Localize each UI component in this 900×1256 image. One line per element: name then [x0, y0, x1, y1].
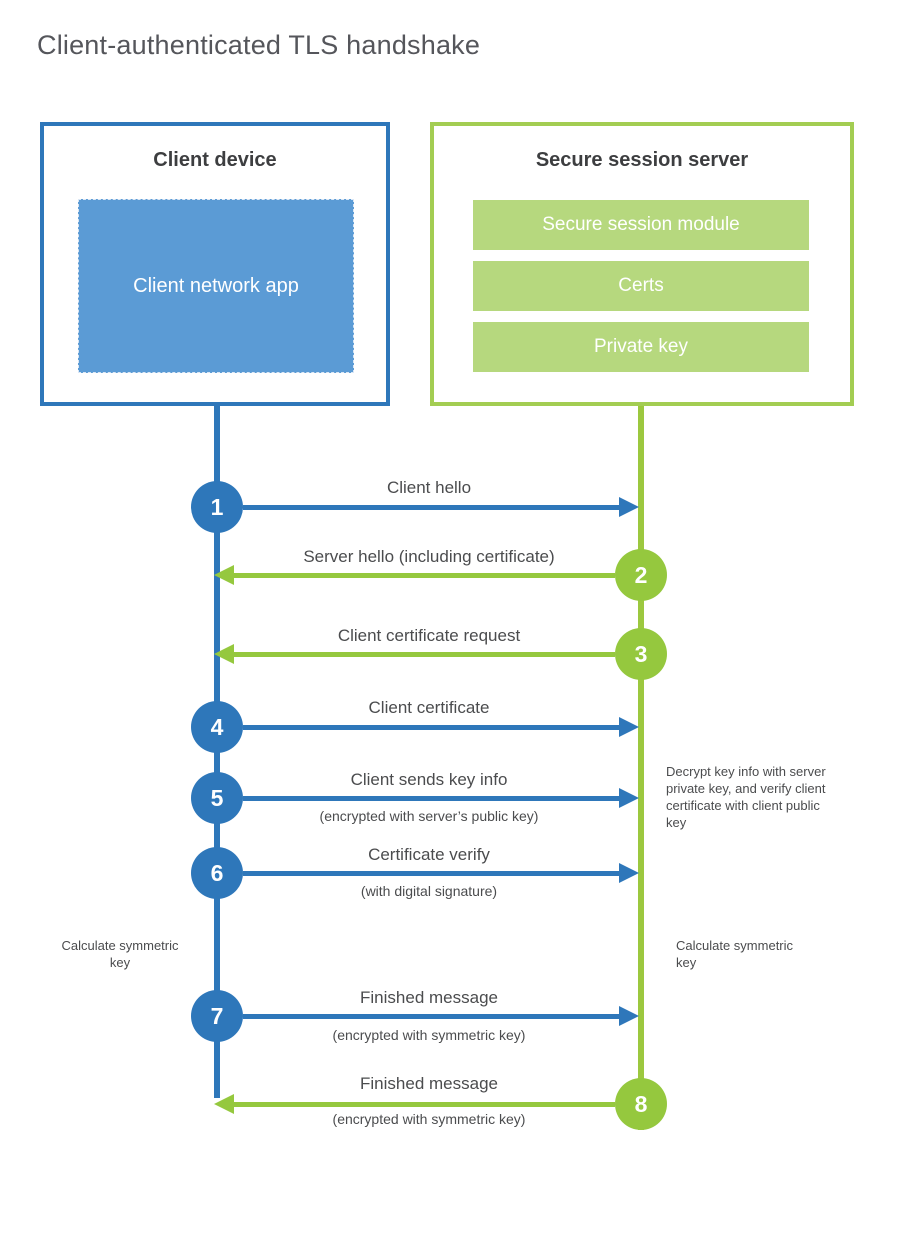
- step-5-arrow-line: [243, 796, 619, 801]
- step-5-label: Client sends key info: [350, 770, 508, 789]
- step-7-sublabel: (encrypted with symmetric key): [332, 1027, 526, 1043]
- step-3-label: Client certificate request: [337, 626, 521, 645]
- step-8-arrow-head: [214, 1094, 234, 1114]
- server-module-private-key: Private key: [473, 322, 809, 372]
- step-6-arrow-line: [243, 871, 619, 876]
- note-calculate-symmetric-key-client: Calculate symmetric key: [61, 938, 179, 970]
- server-module-certs: Certs: [473, 261, 809, 311]
- step-1-label: Client hello: [386, 478, 472, 497]
- step-5-circle: 5: [191, 772, 243, 824]
- step-6-sublabel: (with digital signature): [360, 883, 498, 899]
- step-8-circle: 8: [615, 1078, 667, 1130]
- step-1-circle: 1: [191, 481, 243, 533]
- step-5-sublabel: (encrypted with server’s public key): [319, 808, 539, 824]
- step-1-arrow-line: [243, 505, 619, 510]
- step-2-arrow-line: [234, 573, 615, 578]
- note-calculate-symmetric-key-server: Calculate symmetric key: [676, 938, 794, 970]
- step-8-sublabel: (encrypted with symmetric key): [332, 1111, 526, 1127]
- step-6-arrow-head: [619, 863, 639, 883]
- step-3-arrow-head: [214, 644, 234, 664]
- server-module-secure-session: Secure session module: [473, 200, 809, 250]
- step-3-arrow-line: [234, 652, 615, 657]
- step-4-arrow-head: [619, 717, 639, 737]
- step-4-arrow-line: [243, 725, 619, 730]
- step-2-arrow-head: [214, 565, 234, 585]
- step-4-circle: 4: [191, 701, 243, 753]
- step-3-circle: 3: [615, 628, 667, 680]
- step-2-circle: 2: [615, 549, 667, 601]
- step-7-label: Finished message: [360, 988, 498, 1007]
- step-7-circle: 7: [191, 990, 243, 1042]
- step-7-arrow-head: [619, 1006, 639, 1026]
- step-2-label: Server hello (including certificate): [303, 547, 555, 566]
- step-6-label: Certificate verify: [368, 845, 490, 864]
- step-8-label: Finished message: [360, 1074, 498, 1093]
- server-title: Secure session server: [535, 149, 749, 171]
- step-4-label: Client certificate: [368, 698, 490, 717]
- note-decrypt-key-info: Decrypt key info with server private key…: [666, 764, 826, 830]
- step-6-circle: 6: [191, 847, 243, 899]
- client-network-app-box: Client network app: [78, 199, 354, 373]
- client-network-app-label: Client network app: [133, 274, 299, 297]
- step-1-arrow-head: [619, 497, 639, 517]
- lifeline-server: [638, 406, 644, 1130]
- step-5-arrow-head: [619, 788, 639, 808]
- step-8-arrow-line: [234, 1102, 615, 1107]
- diagram-title: Client-authenticated TLS handshake: [37, 30, 481, 60]
- client-device-title: Client device: [153, 149, 277, 171]
- step-7-arrow-line: [243, 1014, 619, 1019]
